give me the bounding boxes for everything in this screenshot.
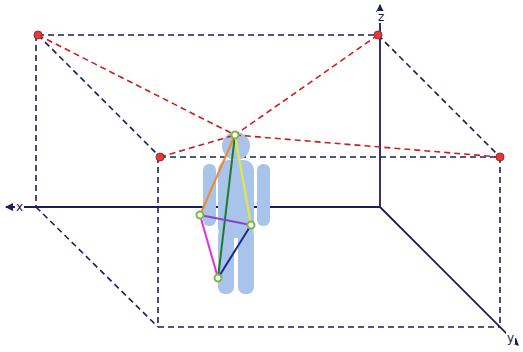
person-silhouette [203, 132, 270, 294]
axis-label: x [15, 201, 24, 213]
axis-label: z [377, 11, 385, 23]
room-box [36, 35, 500, 327]
skeleton-lines [200, 135, 251, 278]
skeleton-joints [197, 132, 255, 282]
axis-label: y [506, 332, 515, 344]
sensor-dots [34, 31, 504, 161]
axes [6, 5, 518, 345]
sensor-lines [38, 35, 500, 157]
